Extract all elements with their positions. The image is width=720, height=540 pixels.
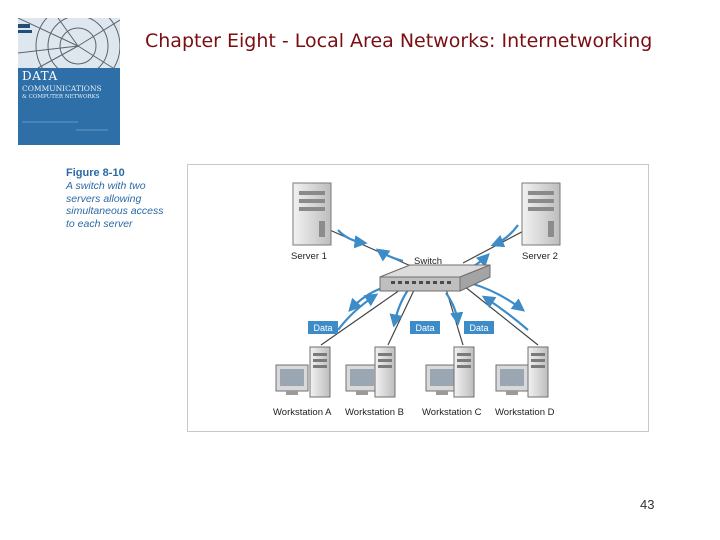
data-tag-1: Data — [308, 321, 338, 334]
workstation-a-icon — [275, 346, 331, 398]
data-arrows — [337, 224, 529, 331]
data-tag-2-label: Data — [415, 323, 434, 333]
data-tag-3-label: Data — [469, 323, 488, 333]
cover-subtitle-line2: & COMPUTER NETWORKS — [22, 94, 100, 100]
server-2-icon — [521, 182, 561, 246]
arrow-server2-out — [490, 224, 519, 248]
figure-number: Figure 8-10 — [66, 167, 125, 179]
data-tag-2: Data — [410, 321, 440, 334]
figure-caption: A switch with two servers allowing simul… — [66, 180, 164, 230]
cover-artwork — [18, 18, 120, 145]
arrow-server1-out — [337, 229, 368, 249]
server-1-label: Server 1 — [291, 251, 327, 262]
server-2-label: Server 2 — [522, 251, 558, 262]
network-diagram: Server 1 Server 2 Switch — [187, 164, 649, 432]
arrow-d-up — [481, 295, 529, 331]
workstation-b-label: Workstation B — [345, 407, 404, 418]
link-workstation-d — [463, 285, 539, 346]
server-1-icon — [292, 182, 332, 246]
switch-icon — [379, 264, 491, 292]
network-diagram-svg: Server 1 Server 2 Switch — [273, 182, 561, 418]
data-tag-3: Data — [464, 321, 494, 334]
data-tag-1-label: Data — [313, 323, 332, 333]
arrow-a-down — [337, 293, 379, 331]
workstation-d-label: Workstation D — [495, 407, 555, 418]
figure-label: Figure 8-10 A switch with two servers al… — [66, 166, 181, 230]
cover-subtitle: COMMUNICATIONS & COMPUTER NETWORKS — [22, 84, 102, 102]
arrow-b — [389, 289, 409, 328]
workstation-c-icon — [425, 346, 475, 398]
link-workstation-a — [320, 282, 411, 346]
slide-title: Chapter Eight - Local Area Networks: Int… — [145, 30, 653, 52]
cover-title: DATA — [22, 69, 58, 83]
arrow-server1-in — [375, 248, 404, 263]
link-server2 — [462, 226, 532, 264]
workstation-d-icon — [495, 346, 549, 398]
cover-subtitle-line1: COMMUNICATIONS — [22, 84, 102, 93]
workstation-b-icon — [345, 346, 396, 398]
workstation-a-label: Workstation A — [273, 407, 332, 418]
workstation-c-label: Workstation C — [422, 407, 482, 418]
book-cover-image: DATA COMMUNICATIONS & COMPUTER NETWORKS — [18, 18, 120, 145]
page-number: 43 — [640, 497, 655, 512]
switch-label: Switch — [414, 256, 442, 267]
arrow-c — [445, 292, 464, 326]
